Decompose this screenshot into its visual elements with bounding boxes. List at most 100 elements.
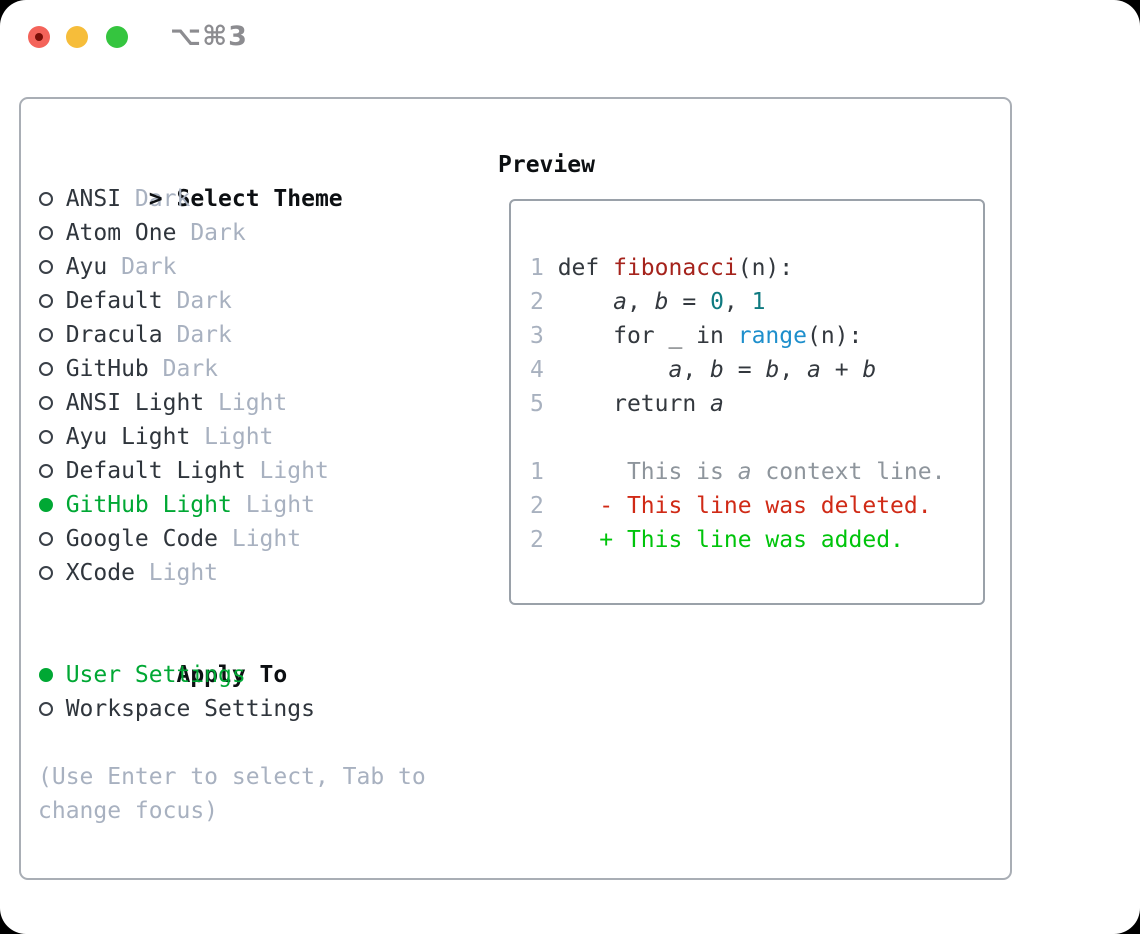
code-segment: + This line was added.	[599, 527, 904, 553]
theme-variant-label: Dark	[148, 356, 219, 382]
code-segment: 1	[530, 255, 558, 281]
radio-cell	[38, 692, 66, 726]
code-segment: 2	[530, 527, 558, 553]
spacer	[38, 726, 440, 760]
radio-cell	[38, 420, 66, 454]
apply-to-indent	[149, 658, 177, 692]
radio-cell	[38, 488, 66, 522]
theme-option-atom-one[interactable]: Atom One Dark	[38, 216, 440, 250]
zoom-button[interactable]	[106, 26, 128, 48]
radio-cell	[38, 522, 66, 556]
code-segment	[558, 289, 613, 315]
theme-option-github-light[interactable]: GitHub Light Light	[38, 488, 440, 522]
window-title: ⌥⌘3	[170, 21, 248, 52]
theme-option-ansi[interactable]: ANSI Dark	[38, 182, 440, 216]
theme-option-xcode[interactable]: XCode Light	[38, 556, 440, 590]
code-segment: =	[668, 289, 711, 315]
preview-line: 4 a, b = b, a + b	[530, 353, 983, 387]
code-segment: a	[613, 289, 627, 315]
theme-option-default[interactable]: Default Dark	[38, 284, 440, 318]
code-segment: 1	[751, 289, 766, 315]
theme-option-label: Ayu Light	[65, 424, 191, 450]
code-segment: return	[557, 391, 711, 417]
code-segment: a	[710, 391, 724, 417]
radio-unselected-icon	[39, 294, 53, 308]
theme-option-dracula[interactable]: Dracula Dark	[38, 318, 440, 352]
theme-option-google-code[interactable]: Google Code Light	[38, 522, 440, 556]
radio-cell	[38, 658, 66, 692]
theme-variant-label: Dark	[176, 220, 246, 246]
code-segment: a	[668, 357, 683, 383]
preview-line: 2 + This line was added.	[530, 523, 983, 557]
radio-unselected-icon	[39, 362, 53, 376]
apply-option-user-settings[interactable]: User Settings	[38, 658, 440, 692]
code-segment: range	[737, 323, 807, 349]
code-segment: a	[807, 357, 821, 383]
code-segment: This is	[557, 459, 738, 485]
theme-option-ayu[interactable]: Ayu Dark	[38, 250, 440, 284]
radio-unselected-icon	[39, 566, 53, 580]
radio-unselected-icon	[39, 702, 53, 716]
theme-variant-label: Dark	[162, 322, 232, 348]
code-segment: ,	[682, 357, 711, 383]
preview-line: 3 for _ in range(n):	[530, 319, 983, 353]
theme-option-github[interactable]: GitHub Dark	[38, 352, 440, 386]
theme-variant-label: Light	[231, 492, 315, 518]
code-segment: b	[710, 357, 724, 383]
theme-option-label: Google Code	[65, 526, 219, 552]
radio-unselected-icon	[39, 260, 53, 274]
apply-option-workspace-settings[interactable]: Workspace Settings	[38, 692, 440, 726]
theme-variant-label: Light	[218, 526, 302, 552]
spacer	[38, 590, 440, 624]
theme-option-default-light[interactable]: Default Light Light	[38, 454, 440, 488]
code-segment: fibonacci	[613, 255, 738, 281]
theme-option-label: Default	[65, 288, 163, 314]
preview-line: 1 This is a context line.	[530, 455, 983, 489]
code-segment	[558, 493, 600, 519]
theme-variant-label: Light	[245, 458, 329, 484]
code-segment: 5	[530, 391, 558, 417]
radio-cell	[38, 386, 66, 420]
theme-variant-label: Light	[190, 424, 274, 450]
theme-variant-label: Dark	[162, 288, 232, 314]
close-button[interactable]	[28, 26, 50, 48]
select-theme-heading-row: >Select Theme	[38, 148, 440, 212]
preview-line: 5 return a	[530, 387, 983, 421]
theme-option-label: Default Light	[65, 458, 246, 484]
radio-selected-icon	[39, 498, 53, 512]
theme-option-ayu-light[interactable]: Ayu Light Light	[38, 420, 440, 454]
code-segment: 4	[530, 357, 558, 383]
radio-cell	[38, 454, 66, 488]
code-segment: 1	[530, 459, 558, 485]
preview-line: 2 - This line was deleted.	[530, 489, 983, 523]
theme-option-label: GitHub	[65, 356, 149, 382]
code-segment: ,	[779, 357, 808, 383]
minimize-button[interactable]	[66, 26, 88, 48]
code-segment: +	[820, 357, 863, 383]
code-segment: context line.	[751, 459, 946, 485]
radio-unselected-icon	[39, 328, 53, 342]
code-segment: ,	[626, 289, 655, 315]
radio-unselected-icon	[39, 226, 53, 240]
apply-option-label: User Settings	[65, 662, 246, 688]
code-segment: def	[557, 255, 614, 281]
theme-option-label: GitHub Light	[65, 492, 232, 518]
radio-unselected-icon	[39, 464, 53, 478]
radio-cell	[38, 352, 66, 386]
theme-option-ansi-light[interactable]: ANSI Light Light	[38, 386, 440, 420]
code-segment: ,	[723, 289, 752, 315]
radio-cell	[38, 216, 66, 250]
code-segment: - This line was deleted.	[599, 493, 932, 519]
theme-variant-label: Light	[134, 560, 219, 586]
theme-variant-label: Dark	[121, 186, 191, 212]
theme-option-label: ANSI	[65, 186, 122, 212]
code-segment: 2	[530, 289, 558, 315]
select-theme-heading: Select Theme	[176, 186, 343, 212]
preview-line	[530, 421, 983, 455]
close-button-dot	[35, 33, 43, 41]
